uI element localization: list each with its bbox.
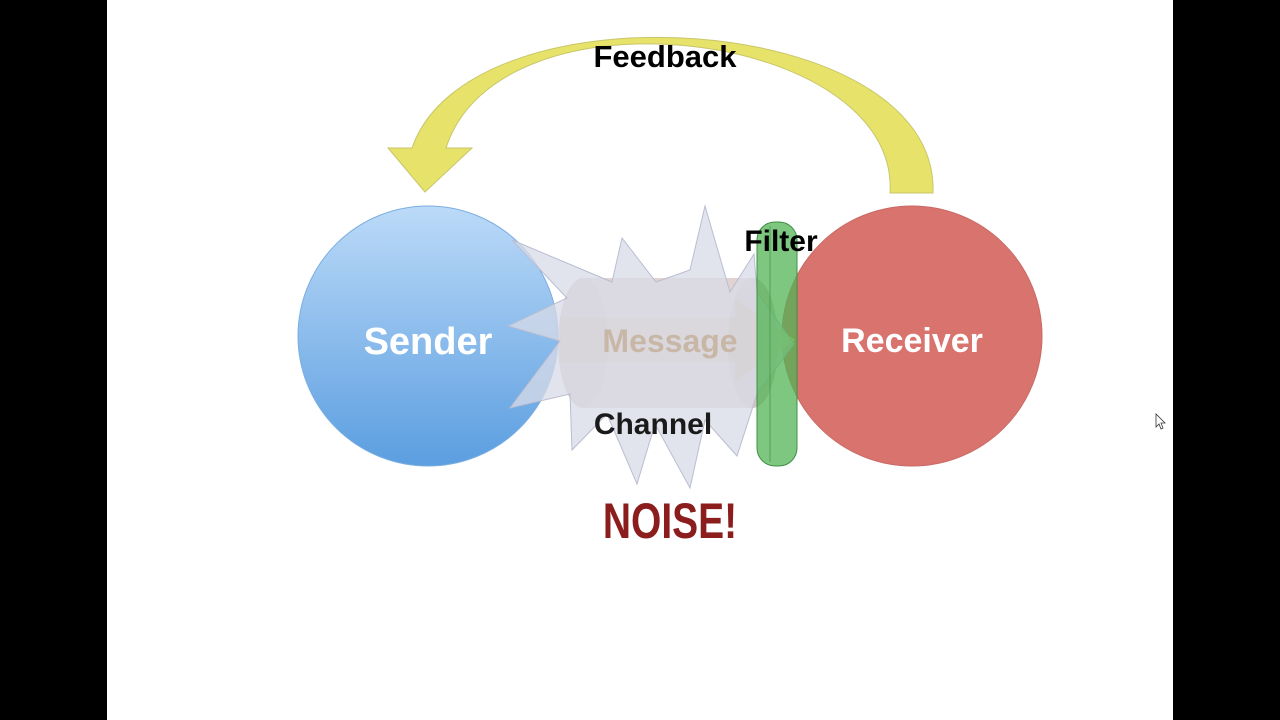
receiver-label: Receiver [841, 322, 983, 360]
filter-bar [756, 221, 798, 467]
noise-label: NOISE! [603, 492, 737, 549]
message-label: Message [602, 323, 737, 359]
channel-label: Channel [594, 408, 712, 441]
feedback-label: Feedback [593, 39, 737, 74]
right-letterbox [1173, 0, 1280, 720]
sender-label: Sender [364, 321, 493, 363]
left-letterbox [0, 0, 107, 720]
filter-label: Filter [744, 225, 818, 258]
feedback-arrow [386, 36, 934, 194]
mouse-pointer-icon [1155, 413, 1166, 430]
